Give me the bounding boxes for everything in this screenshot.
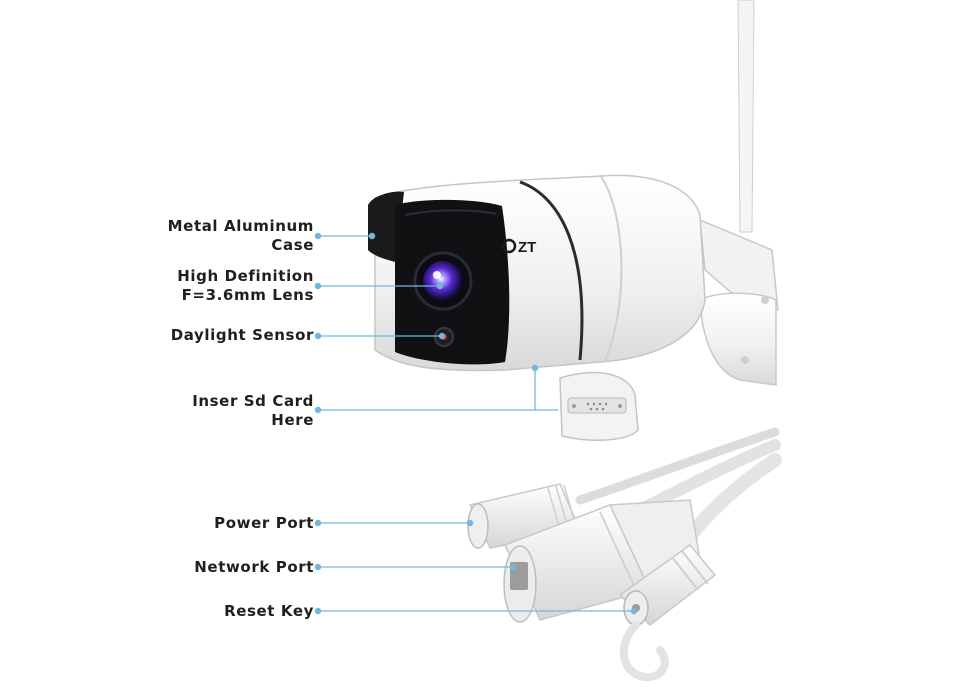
- callout-line: High Definition: [177, 267, 314, 285]
- camera-body: [368, 174, 706, 372]
- callout-hd-lens: High Definition F=3.6mm Lens: [177, 267, 314, 305]
- callout-line: Here: [271, 411, 314, 429]
- sd-card-slot-inset: [559, 371, 639, 441]
- callout-line: Network Port: [194, 558, 314, 576]
- callout-line: Power Port: [214, 514, 314, 532]
- callout-reset-key: Reset Key: [224, 602, 314, 621]
- callout-line: Inser Sd Card: [192, 392, 314, 410]
- callout-sd-card: Inser Sd Card Here: [192, 392, 314, 430]
- antenna: [737, 0, 755, 233]
- callout-line: Case: [271, 236, 314, 254]
- callout-power-port: Power Port: [214, 514, 314, 533]
- callout-line: Reset Key: [224, 602, 314, 620]
- callout-line: Metal Aluminum: [167, 217, 314, 235]
- callout-network-port: Network Port: [194, 558, 314, 577]
- callout-metal-aluminum-case: Metal Aluminum Case: [168, 217, 314, 255]
- reset-key-connector: [618, 543, 717, 682]
- leader-sd: [318, 368, 536, 411]
- svg-text:ZT: ZT: [518, 239, 536, 256]
- callout-line: F=3.6mm Lens: [181, 286, 314, 304]
- mount-bracket: [699, 218, 779, 386]
- lens: [413, 251, 473, 311]
- callout-line: Daylight Sensor: [170, 326, 314, 344]
- leader-lines: [314, 232, 638, 615]
- brand-logo: ZT: [501, 238, 536, 256]
- callout-daylight-sensor: Daylight Sensor: [171, 326, 314, 345]
